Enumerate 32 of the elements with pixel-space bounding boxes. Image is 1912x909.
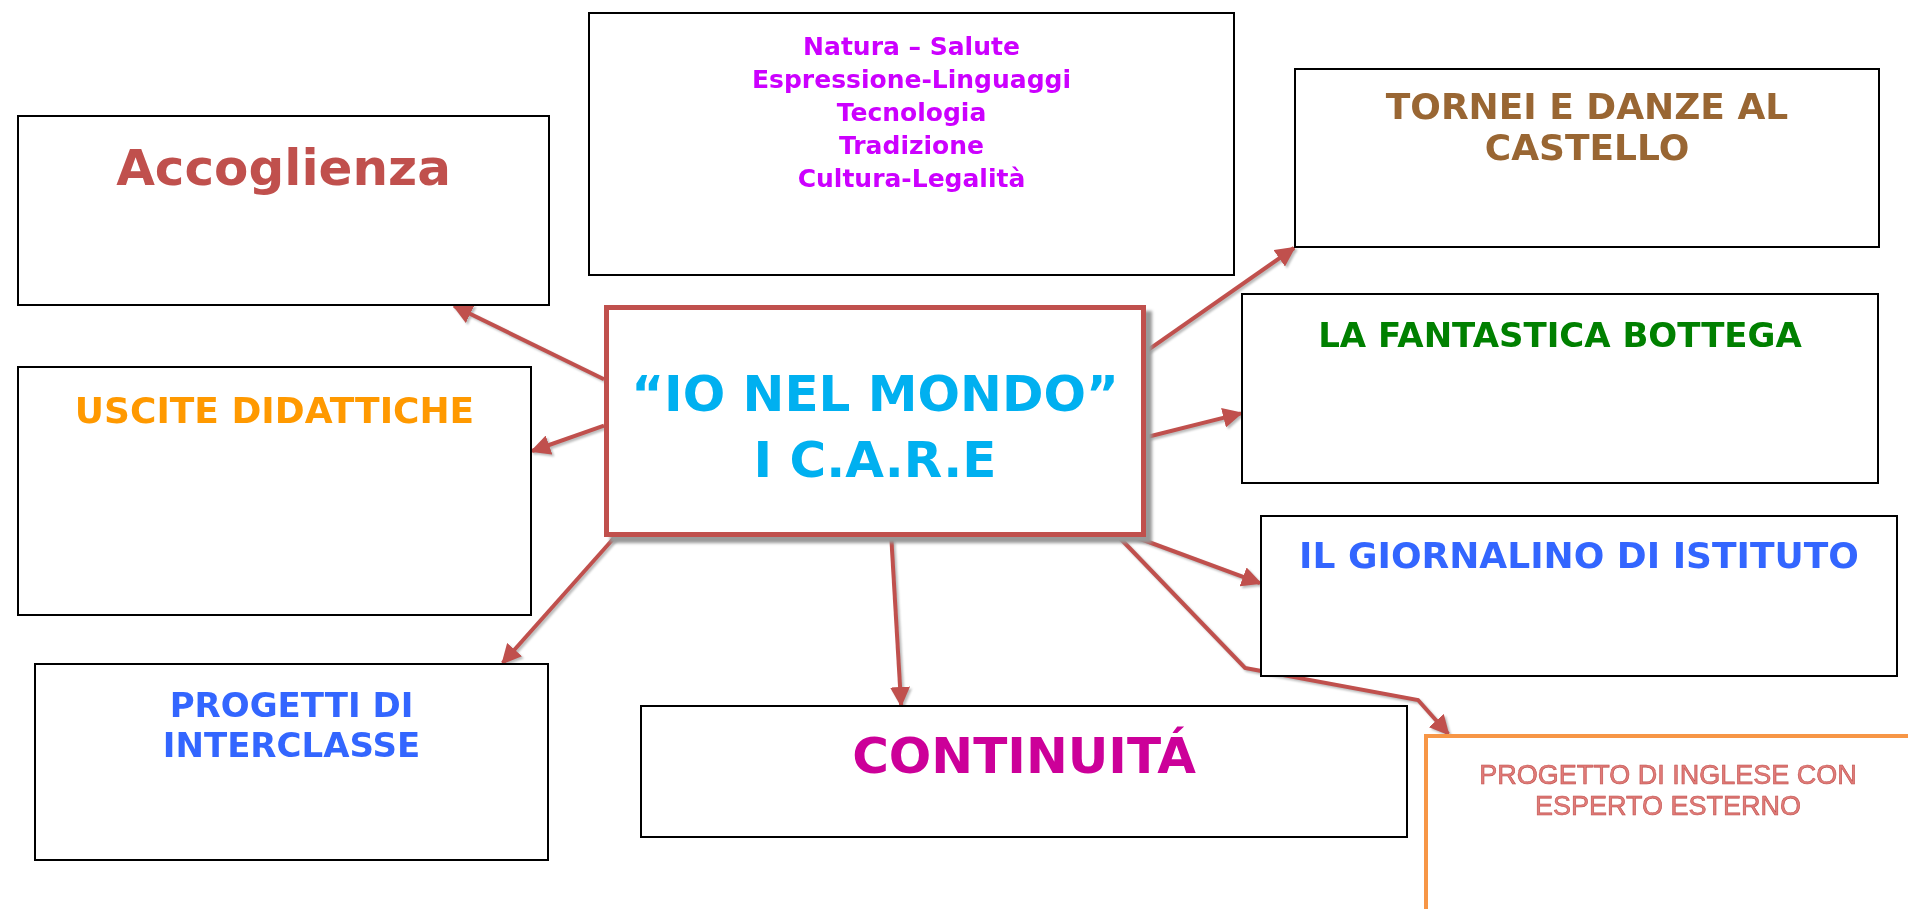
project-box bbox=[1241, 293, 1879, 484]
arrow bbox=[889, 536, 911, 707]
arrow bbox=[1117, 535, 1450, 736]
arrow bbox=[1145, 408, 1243, 440]
topics-box bbox=[588, 12, 1235, 276]
project-box bbox=[1294, 68, 1880, 248]
title-box bbox=[604, 305, 1146, 537]
topic-text: Natura – Salute bbox=[803, 32, 1020, 61]
project-title: PROGETTO DI INGLESE CON ESPERTO ESTERNO bbox=[1478, 760, 1858, 822]
title-text: “IO NEL MONDO” bbox=[631, 365, 1119, 423]
project-title: TORNEI E DANZE AL CASTELLO bbox=[1384, 86, 1790, 168]
arrow bbox=[452, 304, 605, 382]
project-box bbox=[1424, 734, 1908, 909]
project-box bbox=[17, 366, 532, 616]
project-title: CONTINUITÁ bbox=[852, 727, 1196, 785]
project-box bbox=[640, 705, 1408, 838]
topic-text: Tecnologia bbox=[836, 98, 987, 127]
project-box bbox=[34, 663, 549, 861]
project-title: LA FANTASTICA BOTTEGA bbox=[1318, 315, 1802, 355]
title-text: I C.A.R.E bbox=[753, 431, 997, 489]
topic-text: Cultura-Legalità bbox=[797, 164, 1026, 193]
topic-text: Espressione-Linguaggi bbox=[752, 65, 1071, 94]
arrow bbox=[501, 535, 617, 665]
project-title: USCITE DIDATTICHE bbox=[74, 390, 475, 431]
arrow bbox=[1134, 535, 1262, 587]
project-title: PROGETTI DI INTERCLASSE bbox=[161, 685, 422, 765]
project-title: Accoglienza bbox=[116, 139, 451, 197]
project-title: IL GIORNALINO DI ISTITUTO bbox=[1299, 535, 1859, 576]
topic-text: Tradizione bbox=[839, 131, 984, 160]
project-box bbox=[1260, 515, 1898, 677]
project-box bbox=[17, 115, 550, 306]
arrow bbox=[1144, 246, 1296, 354]
